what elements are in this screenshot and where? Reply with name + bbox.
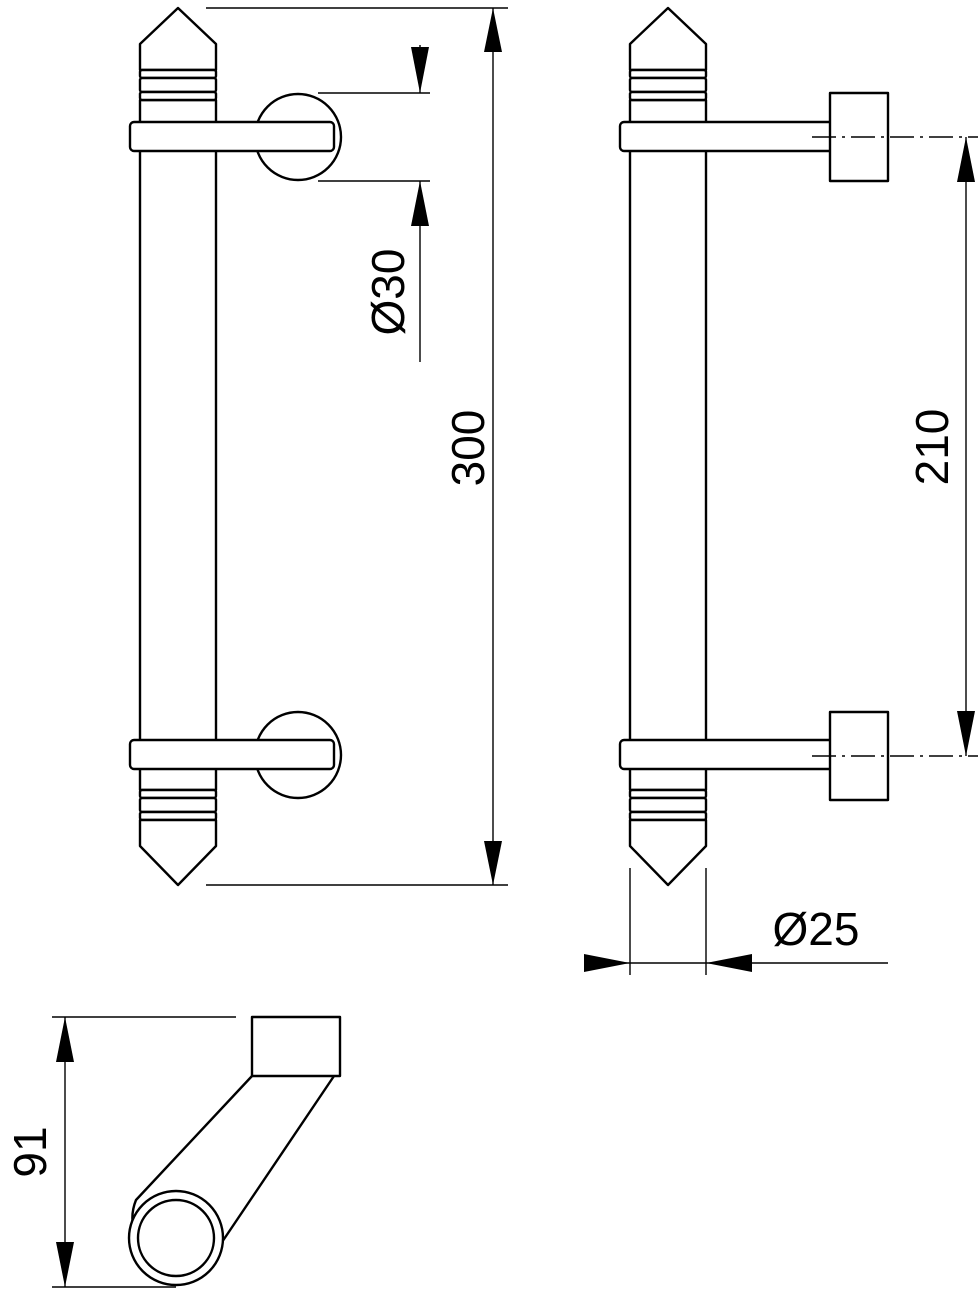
side-handle-bar	[628, 98, 708, 792]
rosette-diameter-dimension	[318, 45, 430, 362]
side-bottom-arm	[618, 738, 836, 771]
center-distance-dimension	[957, 137, 975, 756]
top-view	[52, 1015, 342, 1288]
top-view-bar-outer	[127, 1189, 225, 1287]
handle-bar	[138, 98, 218, 792]
side-bottom-end-cap	[628, 788, 708, 887]
side-top-arm	[618, 120, 836, 153]
rosette-diameter-label: Ø30	[362, 249, 414, 336]
side-top-end-cap	[628, 6, 708, 102]
bottom-crossbar	[128, 738, 336, 771]
projection-dimension	[52, 1016, 236, 1288]
overall-length-label: 300	[442, 410, 494, 487]
top-end-cap	[138, 6, 218, 102]
front-view	[128, 6, 508, 887]
side-view	[584, 6, 978, 975]
top-crossbar	[128, 120, 336, 153]
bottom-end-cap	[138, 788, 218, 887]
projection-label: 91	[4, 1126, 56, 1177]
overall-length-dimension	[206, 7, 508, 886]
top-view-bar-inner	[136, 1198, 216, 1278]
bar-diameter-label: Ø25	[773, 903, 860, 955]
center-distance-label: 210	[906, 409, 958, 486]
bar-diameter-dimension	[584, 868, 888, 975]
top-view-rosette	[250, 1015, 342, 1078]
